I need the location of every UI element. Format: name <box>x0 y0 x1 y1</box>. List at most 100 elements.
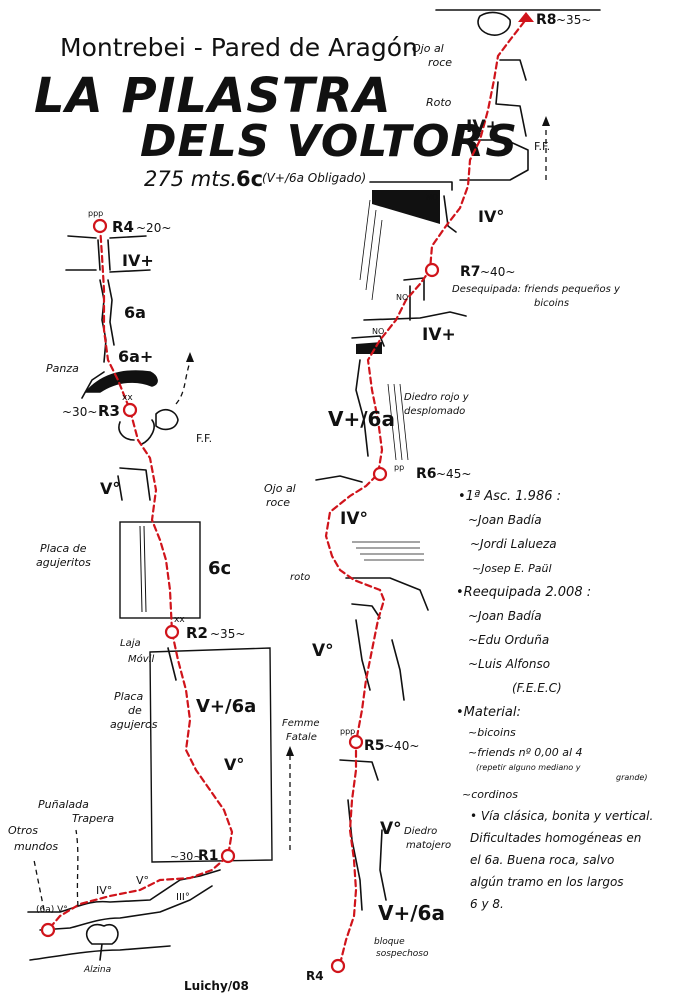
material-item-2: ~friends nº 0,00 al 4 <box>468 746 583 759</box>
note-femme-1: Femme <box>282 718 320 729</box>
note-no-3: NO <box>372 327 384 336</box>
material-heading: •Material: <box>456 705 521 720</box>
material-item-3: ~cordinos <box>462 788 518 801</box>
note-bloque-2: sospechoso <box>376 949 429 959</box>
left-route-line <box>46 224 234 932</box>
first-ascensionist-1: ~Joan Badía <box>468 513 542 527</box>
belay-r3-height: ~30~ <box>62 405 97 419</box>
topo-signature: Luichy/08 <box>184 979 249 993</box>
note-ojo-roce-1: Ojo al <box>264 482 296 495</box>
material-note-1: (repetir alguno mediano y <box>476 763 581 772</box>
ff-arrow-otros <box>33 859 45 911</box>
ff-arrow-left <box>175 361 191 405</box>
grade-left-9: V° <box>136 874 149 887</box>
grade-right-3: IV+ <box>422 325 456 345</box>
note-roto-top: Roto <box>426 96 452 109</box>
belay-r4-left-label: R4 <box>112 218 134 236</box>
reequipper-2: ~Edu Orduña <box>468 633 549 647</box>
description-line-5: 6 y 8. <box>470 897 504 911</box>
first-ascensionist-2: ~Jordi Lalueza <box>470 537 557 551</box>
belay-r2-anchor: xx <box>174 615 185 625</box>
note-otros-2: mundos <box>14 840 58 853</box>
first-ascent-heading: •1ª Asc. 1.986 : <box>458 489 561 504</box>
belay-r5-label: R5 <box>364 738 385 754</box>
note-punalada-1: Puñalada <box>38 798 89 811</box>
belay-r8-summit <box>518 12 534 22</box>
note-no-2: NO <box>396 293 408 302</box>
grade-left-4: V° <box>100 479 120 498</box>
note-roto: roto <box>290 572 310 583</box>
belay-r5 <box>348 734 364 750</box>
belay-r8-label: R8 <box>536 12 557 28</box>
reequipper-1: ~Joan Badía <box>468 609 542 623</box>
right-route-line <box>324 20 526 966</box>
note-desequipada-2: bicoins <box>534 298 569 309</box>
note-no-1: NO <box>426 193 438 202</box>
grade-right-2: IV° <box>478 207 504 226</box>
note-diedro-matojero-2: matojero <box>406 840 451 851</box>
belay-r7-label: R7 <box>460 264 481 280</box>
route-title-line2: DELS VOLTORS <box>140 116 518 167</box>
description-line-1: • Vía clásica, bonita y vertical. <box>470 809 653 823</box>
note-placa-agujeros-1: Placa <box>114 690 143 703</box>
description-line-4: algún tramo en los largos <box>470 875 624 889</box>
grade-right-4: V+/6a <box>328 407 395 431</box>
grade-right-7: V° <box>380 819 402 839</box>
note-laja-2: Móvil <box>128 653 154 665</box>
route-length: 275 mts. <box>144 167 237 191</box>
belay-r1-height: ~30~ <box>170 850 202 863</box>
note-femme-2: Fatale <box>286 732 317 743</box>
belay-r4-left-height: ~20~ <box>136 221 171 235</box>
note-placa-agujeritos-2: agujeritos <box>36 556 91 569</box>
ff-arrow-punalada <box>75 829 79 907</box>
description-line-3: el 6a. Buena roca, salvo <box>470 853 614 867</box>
note-placa-agujeritos-1: Placa de <box>40 542 87 555</box>
grade-right-5: IV° <box>340 509 368 529</box>
grade-left-3: 6a+ <box>118 347 153 366</box>
belay-r4-left-anchor: ppp <box>88 209 103 218</box>
route-obligatory-grade: (V+/6a Obligado) <box>262 171 366 185</box>
grade-left-5: 6c <box>208 558 231 579</box>
reequipper-3: ~Luis Alfonso <box>468 657 550 671</box>
belay-r8-height: ~35~ <box>556 13 591 27</box>
grade-left-1: IV+ <box>122 251 154 270</box>
right-rock-drawing <box>315 9 601 911</box>
note-ojo-roce-2: roce <box>266 496 290 509</box>
route-title-line1: LA PILASTRA <box>34 68 392 124</box>
belay-r2-label: R2 <box>186 624 208 642</box>
belay-r5-height: ~40~ <box>384 739 419 753</box>
material-note-2: grande) <box>616 773 647 782</box>
belay-r5-anchor: ppp <box>340 727 355 736</box>
grade-right-1: IV+ <box>466 117 500 137</box>
grade-left-10: (6a) V° <box>36 905 68 915</box>
material-item-1: ~bicoins <box>468 726 516 739</box>
note-desequipada: Desequipada: friends pequeños y <box>452 284 621 295</box>
belay-r1-label: R1 <box>198 848 219 864</box>
belay-r7 <box>424 262 440 278</box>
grade-right-6: V° <box>312 641 334 661</box>
belay-r4-right <box>330 958 346 974</box>
belay-r1 <box>220 848 236 864</box>
note-laja-1: Laja <box>120 638 141 649</box>
grade-left-6: V+/6a <box>196 696 256 717</box>
black-roof <box>372 190 440 224</box>
grade-left-11: III° <box>176 892 190 903</box>
belay-r6-anchor: pp <box>394 463 404 472</box>
reequipped-heading: •Reequipada 2.008 : <box>456 585 591 600</box>
note-ff-right: F.F. <box>534 140 550 153</box>
belay-r3-label: R3 <box>98 402 120 420</box>
route-start <box>40 922 56 938</box>
belay-r6 <box>372 466 388 482</box>
crag-name: Montrebei - Pared de Aragón <box>60 33 418 62</box>
belay-r4-right-label: R4 <box>306 969 324 983</box>
note-bloque-1: bloque <box>374 937 405 947</box>
belay-r4-left <box>92 218 108 234</box>
note-diedro-2: desplomado <box>404 406 465 417</box>
note-ojo-roce-top-1: Ojo al <box>412 42 444 55</box>
belay-r3 <box>122 402 138 418</box>
note-placa-agujeros-3: agujeros <box>110 718 158 731</box>
grade-left-2: 6a <box>124 303 146 322</box>
note-otros-1: Otros <box>8 824 38 837</box>
note-alzina: Alzina <box>83 965 111 975</box>
